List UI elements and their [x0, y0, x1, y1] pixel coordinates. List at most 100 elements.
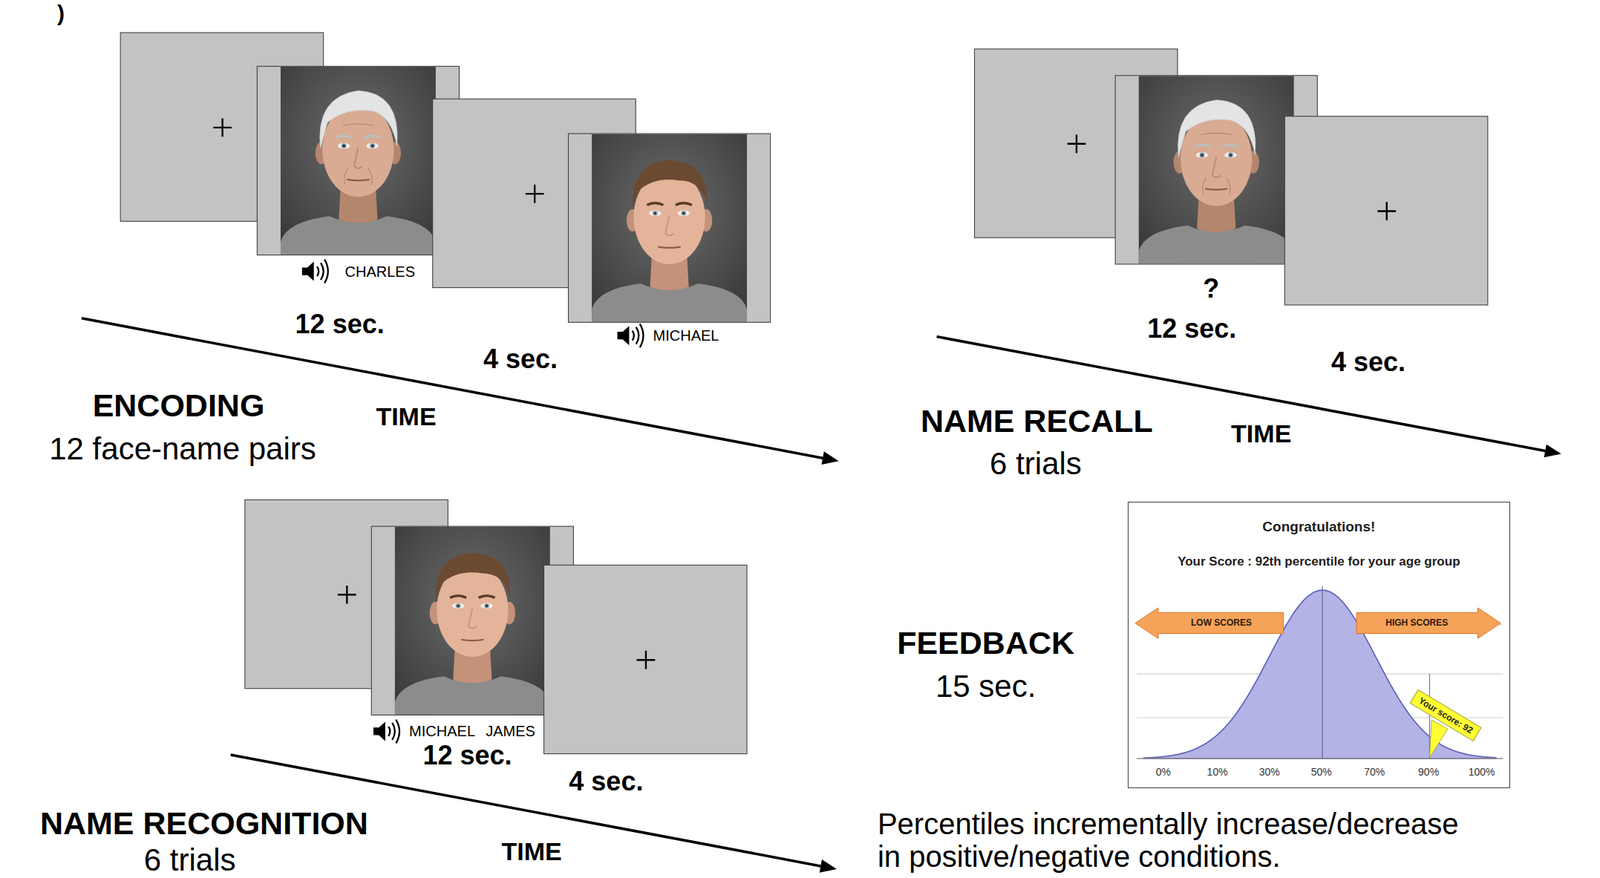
sound-wave — [320, 262, 324, 280]
axis-line — [1136, 758, 1503, 759]
pupil — [371, 144, 374, 148]
eyebrow — [364, 135, 381, 139]
slide-frame — [544, 565, 747, 754]
speaker-icon — [616, 323, 643, 348]
nose — [665, 215, 674, 236]
panel-heading: Congratulations! — [1128, 518, 1510, 536]
nose — [1212, 157, 1221, 178]
eyebrow — [1222, 144, 1239, 148]
axis-tick-label: 0% — [1156, 766, 1171, 779]
iris — [484, 603, 490, 609]
spoken-name: CHARLES — [345, 262, 416, 280]
median-line — [1321, 586, 1323, 759]
t-shirt — [280, 216, 436, 255]
phase-detail: 6 trials — [989, 446, 1082, 482]
phase-detail: 6 trials — [144, 841, 237, 878]
fixation-cross — [1377, 201, 1396, 221]
sound-wave — [388, 726, 390, 737]
t-shirt — [394, 676, 551, 715]
time-arrow-head — [819, 859, 837, 874]
mouth — [346, 179, 370, 181]
eye — [452, 603, 465, 610]
wrinkle — [1201, 132, 1232, 135]
eye — [366, 143, 378, 150]
fixation-cross — [213, 118, 232, 137]
t-shirt — [591, 283, 747, 323]
iris — [652, 210, 658, 217]
slide-frame — [1284, 116, 1488, 306]
iris — [455, 603, 462, 609]
blank-slide — [544, 565, 747, 754]
time-arrow-head — [821, 451, 839, 465]
time-axis-label: TIME — [375, 403, 436, 433]
speaker-body — [373, 721, 386, 741]
eyebrow — [478, 596, 496, 599]
mouth — [657, 247, 681, 248]
hair — [632, 160, 708, 208]
t-shirt — [1138, 225, 1295, 265]
mouth — [461, 640, 484, 641]
nose — [354, 147, 363, 168]
iris — [341, 143, 347, 149]
eye — [480, 603, 493, 610]
eye — [677, 210, 690, 217]
pupil — [654, 212, 657, 215]
duration-label: 4 sec. — [1331, 346, 1406, 378]
eye — [1224, 152, 1237, 159]
slide-frame — [568, 133, 771, 323]
speaker-icon — [373, 720, 400, 744]
sound-wave — [324, 259, 329, 284]
eyebrow — [335, 135, 352, 139]
bell-curve-chart — [1128, 502, 1509, 788]
hair — [320, 90, 398, 148]
eye — [1196, 152, 1208, 159]
name-option: JAMES — [485, 723, 536, 741]
wrinkle — [1226, 177, 1231, 194]
recall-prompt: ? — [1202, 273, 1220, 304]
iris — [1228, 152, 1234, 159]
feedback-chart-panel: Congratulations!Your Score : 92th percen… — [1127, 501, 1511, 789]
high-scores-arrow: HIGH SCORES — [1355, 608, 1501, 639]
pupil — [1229, 153, 1232, 156]
phase-title: FEEDBACK — [896, 625, 1075, 663]
iris — [1199, 152, 1206, 159]
speaker-body — [302, 262, 315, 282]
phase-title: NAME RECALL — [920, 403, 1154, 440]
hair — [1178, 100, 1256, 158]
arrow-label: LOW SCORES — [1158, 608, 1285, 639]
fixation-cross — [1067, 134, 1087, 153]
axis-tick-label: 10% — [1207, 766, 1229, 779]
figure-caption: Percentiles incrementally increase/decre… — [877, 807, 1472, 874]
score-line — [1428, 674, 1430, 759]
eyebrow — [449, 596, 467, 599]
phase-detail: 15 sec. — [935, 668, 1036, 705]
phase-detail: 12 face-name pairs — [49, 431, 317, 468]
arrow-label: HIGH SCORES — [1355, 608, 1478, 639]
eye — [648, 210, 661, 217]
name-option: MICHAEL — [409, 723, 476, 741]
face-photo-slide — [256, 66, 459, 255]
spoken-name: MICHAEL — [653, 327, 720, 345]
axis-tick-label: 30% — [1259, 766, 1280, 779]
photo-background — [591, 134, 747, 323]
sound-wave — [392, 723, 395, 741]
photo-background — [280, 66, 436, 255]
pupil — [485, 605, 488, 608]
pupil — [457, 605, 460, 608]
time-arrow-head — [1544, 444, 1562, 459]
duration-label: 4 sec. — [568, 766, 643, 797]
duration-label: 12 sec. — [1147, 313, 1237, 344]
photo-background — [1138, 75, 1295, 264]
axis-tick-label: 70% — [1363, 766, 1385, 779]
eyebrow — [646, 202, 664, 205]
wrinkle — [368, 168, 372, 185]
eyebrow — [1193, 144, 1211, 148]
arrow-outline — [1356, 608, 1501, 639]
hair — [435, 553, 511, 600]
blank-slide — [1284, 116, 1488, 306]
slide-frame — [371, 526, 574, 715]
fixation-cross — [337, 585, 357, 605]
fixation-cross — [525, 184, 545, 204]
low-scores-arrow: LOW SCORES — [1135, 608, 1285, 639]
